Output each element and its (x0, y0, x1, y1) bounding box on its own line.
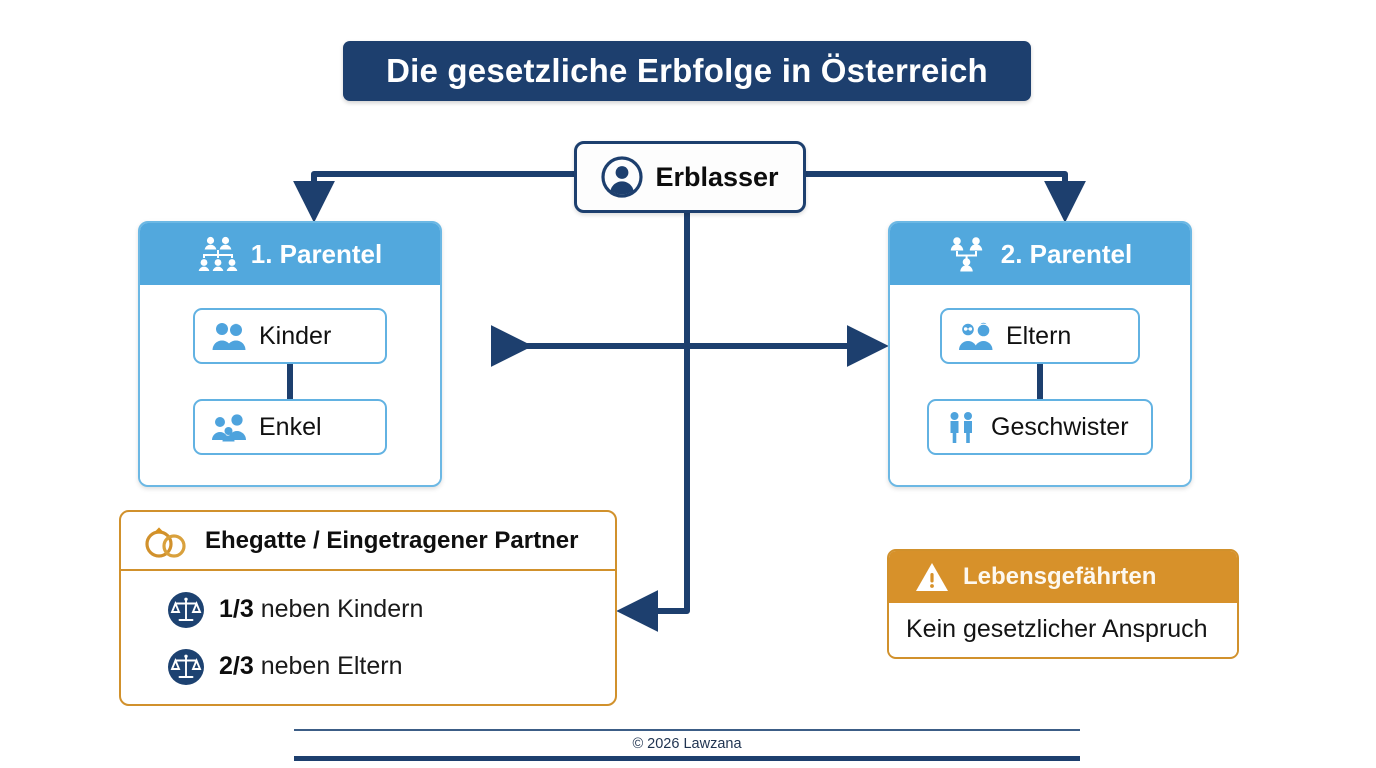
node-erblasser[interactable]: Erblasser (574, 141, 806, 213)
card-partner-note-title: Lebensgefährten (963, 563, 1157, 590)
node-eltern-label: Eltern (1006, 321, 1072, 350)
card-second-parentel[interactable]: 2. Parentel (888, 221, 1192, 487)
card-partner-note-header: Lebensgefährten (889, 551, 1237, 603)
spouse-share-row: 2/3 neben Eltern (167, 638, 615, 695)
card-first-parentel-body: Kinder Enkel (140, 285, 440, 483)
page-title-text: Die gesetzliche Erbfolge in Österreich (386, 52, 988, 89)
node-geschwister-label: Geschwister (991, 412, 1129, 441)
edge-to-spouse (616, 207, 690, 632)
footer-rule-bottom (294, 756, 1080, 761)
card-partner-note-body: Kein gesetzlicher Anspruch (889, 603, 1237, 656)
footer-rule-top (294, 729, 1080, 731)
edge-to-first-parentel (293, 171, 574, 223)
spouse-share-row: 1/3 neben Kindern (167, 581, 615, 638)
warning-triangle-icon (915, 561, 949, 593)
two-people-icon (211, 321, 247, 351)
family-tree-icon (198, 235, 238, 273)
sub-connector-line (1037, 364, 1043, 399)
node-eltern[interactable]: Eltern (940, 308, 1140, 364)
elderly-couple-icon (958, 321, 994, 351)
card-spouse[interactable]: Ehegatte / Eingetragener Partner 1/3 n (119, 510, 617, 706)
node-enkel-label: Enkel (259, 412, 322, 441)
card-second-parentel-header: 2. Parentel (890, 223, 1190, 285)
footer: © 2026 Lawzana (294, 729, 1080, 761)
spouse-share-text-1: 1/3 neben Kindern (219, 595, 423, 624)
spouse-share-text-2: 2/3 neben Eltern (219, 652, 402, 681)
sub-connector-line (287, 364, 293, 399)
wedding-rings-icon (143, 522, 191, 560)
spouse-share-suffix-1: neben Kindern (253, 595, 424, 623)
node-kinder-label: Kinder (259, 321, 332, 350)
card-partner-note[interactable]: Lebensgefährten Kein gesetzlicher Anspru… (887, 549, 1239, 659)
spouse-share-fraction-1: 1/3 (219, 595, 254, 623)
scales-of-justice-icon (167, 648, 205, 686)
page-title: Die gesetzliche Erbfolge in Österreich (343, 41, 1031, 101)
card-first-parentel[interactable]: 1. Parentel Kinder (138, 221, 442, 487)
card-spouse-title: Ehegatte / Eingetragener Partner (205, 526, 579, 554)
card-first-parentel-title: 1. Parentel (250, 238, 383, 269)
parents-hierarchy-icon (948, 235, 988, 273)
spouse-share-fraction-2: 2/3 (219, 652, 254, 680)
node-erblasser-label: Erblasser (655, 161, 779, 192)
spouse-share-suffix-2: neben Eltern (253, 652, 403, 680)
card-spouse-body: 1/3 neben Kindern 2/3 neben Eltern (121, 571, 615, 695)
group-people-icon (211, 412, 247, 442)
scales-of-justice-icon (167, 591, 205, 629)
card-spouse-header: Ehegatte / Eingetragener Partner (121, 512, 615, 571)
footer-copyright: © 2026 Lawzana (632, 736, 742, 752)
card-second-parentel-body: Eltern Geschwister (890, 285, 1190, 483)
edge-to-second-parentel (800, 171, 1086, 223)
card-second-parentel-title: 2. Parentel (1000, 238, 1133, 269)
card-first-parentel-header: 1. Parentel (140, 223, 440, 285)
node-enkel[interactable]: Enkel (193, 399, 387, 455)
node-kinder[interactable]: Kinder (193, 308, 387, 364)
node-geschwister[interactable]: Geschwister (927, 399, 1153, 455)
card-partner-note-text: Kein gesetzlicher Anspruch (906, 615, 1208, 643)
two-standing-people-icon (945, 411, 979, 443)
person-circle-icon (601, 156, 644, 198)
